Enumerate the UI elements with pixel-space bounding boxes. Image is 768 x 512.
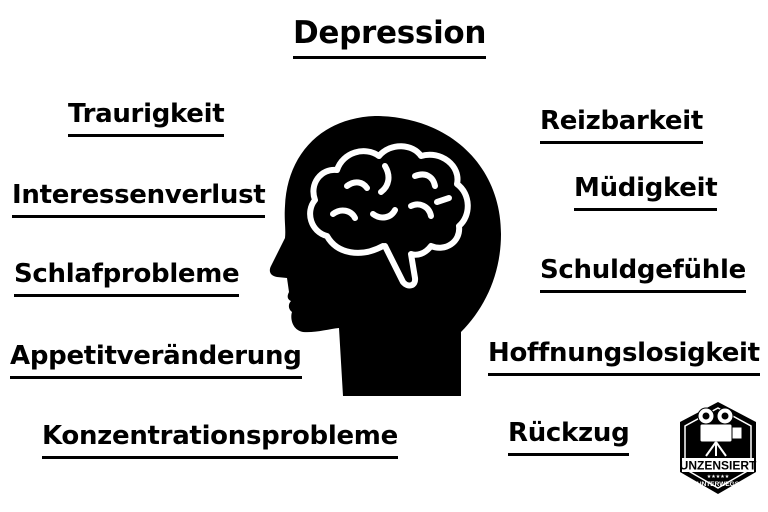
camera-icon <box>697 407 743 457</box>
symptom-traurigkeit: Traurigkeit <box>68 101 225 137</box>
logo-line1: UNZENSIERT <box>680 459 757 473</box>
symptom-schuldgefuehle: Schuldgefühle <box>540 257 746 293</box>
symptom-konzentrationsprobleme: Konzentrationsprobleme <box>42 423 398 459</box>
logo-line2: UNTERWEGS <box>697 481 740 488</box>
symptom-appetitveraenderung: Appetitveränderung <box>10 343 302 379</box>
head-silhouette-icon <box>269 116 501 396</box>
symptom-interessenverlust: Interessenverlust <box>12 182 266 218</box>
logo-stars: ★★★★★ <box>707 474 730 480</box>
symptom-muedigkeit: Müdigkeit <box>574 175 718 211</box>
symptom-rueckzug: Rückzug <box>508 420 630 456</box>
page-title: Depression <box>293 18 486 59</box>
symptom-reizbarkeit: Reizbarkeit <box>540 108 703 144</box>
brain-icon <box>307 143 471 289</box>
camera-logo-icon: UNZENSIERT ★★★★★ UNTERWEGS <box>680 402 757 494</box>
symptom-schlafprobleme: Schlafprobleme <box>14 261 240 297</box>
symptom-hoffnungslosigkeit: Hoffnungslosigkeit <box>488 340 760 376</box>
